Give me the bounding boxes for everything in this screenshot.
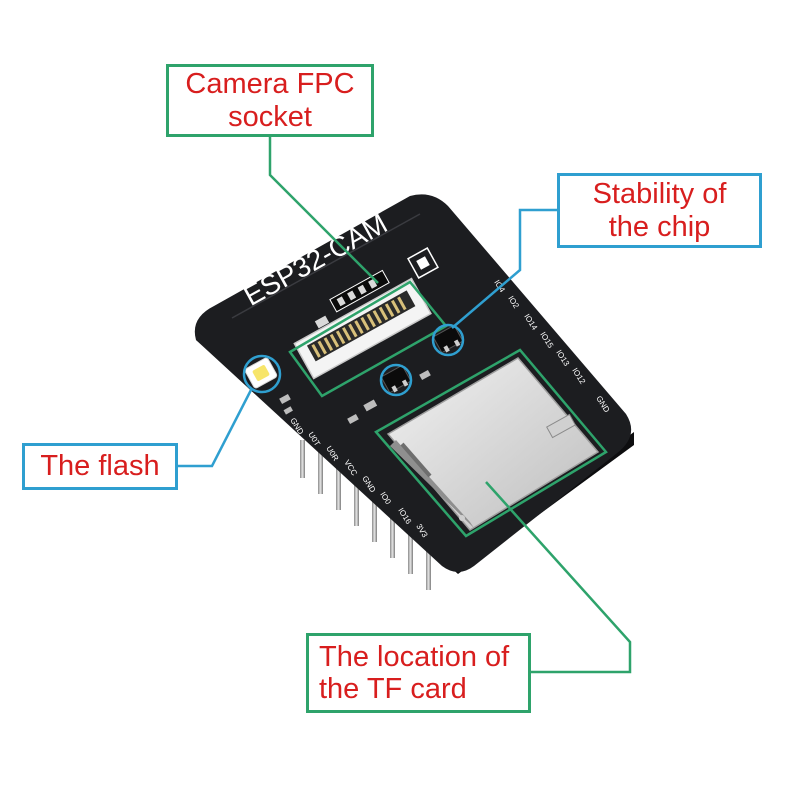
callout-chip-stability: Stability of the chip — [557, 173, 762, 248]
leader-line-fpc — [268, 137, 379, 284]
callout-text: Stability of — [592, 178, 727, 211]
callout-flash: The flash — [22, 443, 178, 490]
callout-text: socket — [228, 100, 312, 133]
callout-text: The flash — [40, 450, 160, 483]
tf-highlight-outline — [374, 348, 608, 538]
flash-led — [244, 357, 278, 389]
tf-card-slot — [386, 357, 600, 531]
callout-text: the chip — [608, 210, 711, 243]
callout-text: the TF card — [319, 673, 467, 705]
header-pins — [300, 440, 431, 590]
callout-text: The location of — [319, 640, 510, 673]
callout-tf-card-location: The location of the TF card — [306, 633, 531, 713]
leader-line-flash — [178, 387, 254, 468]
flash-highlight — [242, 354, 282, 394]
leader-line-tf — [485, 481, 632, 674]
camera-fpc-connector — [293, 277, 432, 380]
chip-highlight-b — [379, 363, 413, 397]
leader-line-chip — [451, 208, 557, 329]
callout-text: Camera FPC — [185, 68, 355, 101]
callout-camera-fpc-socket: Camera FPC socket — [166, 64, 374, 137]
chip-highlight-a — [431, 323, 465, 357]
regulator-chip-a — [432, 324, 464, 354]
regulator-chip-b — [380, 364, 412, 394]
